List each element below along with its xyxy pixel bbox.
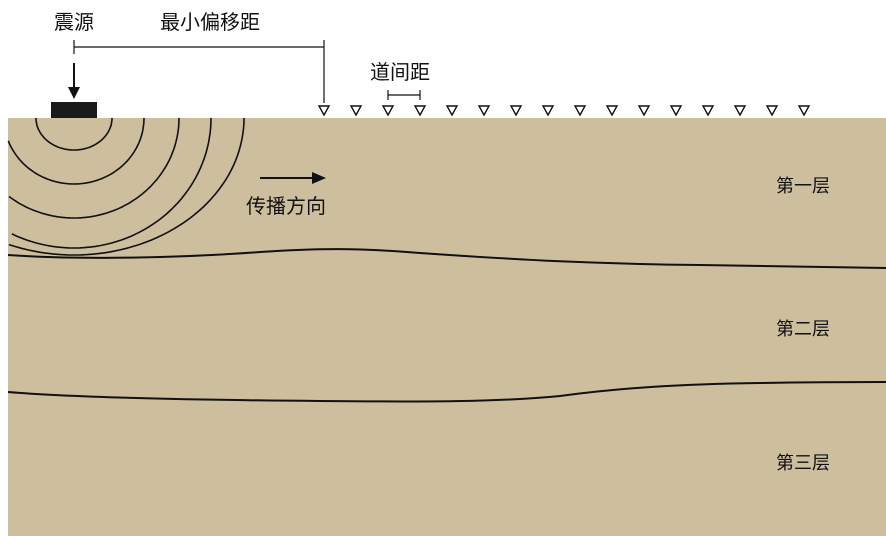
receiver-icon	[477, 105, 491, 117]
layer-2-label: 第二层	[776, 319, 830, 340]
receiver-icon	[445, 105, 459, 117]
wavefront-arc	[8, 117, 245, 256]
receiver-icon	[701, 105, 715, 117]
receiver-icon	[541, 105, 555, 117]
receiver-icon	[605, 105, 619, 117]
layer-3-label: 第三层	[776, 453, 830, 474]
trace-spacing-label: 道间距	[370, 60, 430, 84]
source-arrow-head	[68, 87, 80, 99]
receiver-row	[317, 105, 811, 117]
receiver-icon	[509, 105, 523, 117]
receiver-icon	[349, 105, 363, 117]
min-offset-label: 最小偏移距	[160, 10, 260, 34]
source-block	[51, 102, 97, 118]
wavefront-arc	[7, 117, 145, 185]
receiver-icon	[733, 105, 747, 117]
receiver-icon	[797, 105, 811, 117]
source-label: 震源	[54, 10, 94, 34]
wavefront-arc	[35, 118, 113, 151]
wavefront-arcs	[7, 117, 245, 256]
propagation-direction-label: 传播方向	[246, 194, 326, 218]
wavefront-arc	[8, 117, 180, 219]
receiver-icon	[765, 105, 779, 117]
layer-1-label: 第一层	[776, 176, 830, 197]
receiver-icon	[573, 105, 587, 117]
ground-body	[8, 118, 886, 536]
receiver-icon	[317, 105, 331, 117]
wavefront-arc	[11, 117, 212, 249]
receiver-icon	[381, 105, 395, 117]
receiver-icon	[413, 105, 427, 117]
propagation-arrow-head	[312, 172, 326, 184]
layer-boundary-1-2	[7, 248, 886, 269]
receiver-icon	[637, 105, 651, 117]
layer-boundary-2-3	[7, 381, 886, 403]
receiver-icon	[669, 105, 683, 117]
